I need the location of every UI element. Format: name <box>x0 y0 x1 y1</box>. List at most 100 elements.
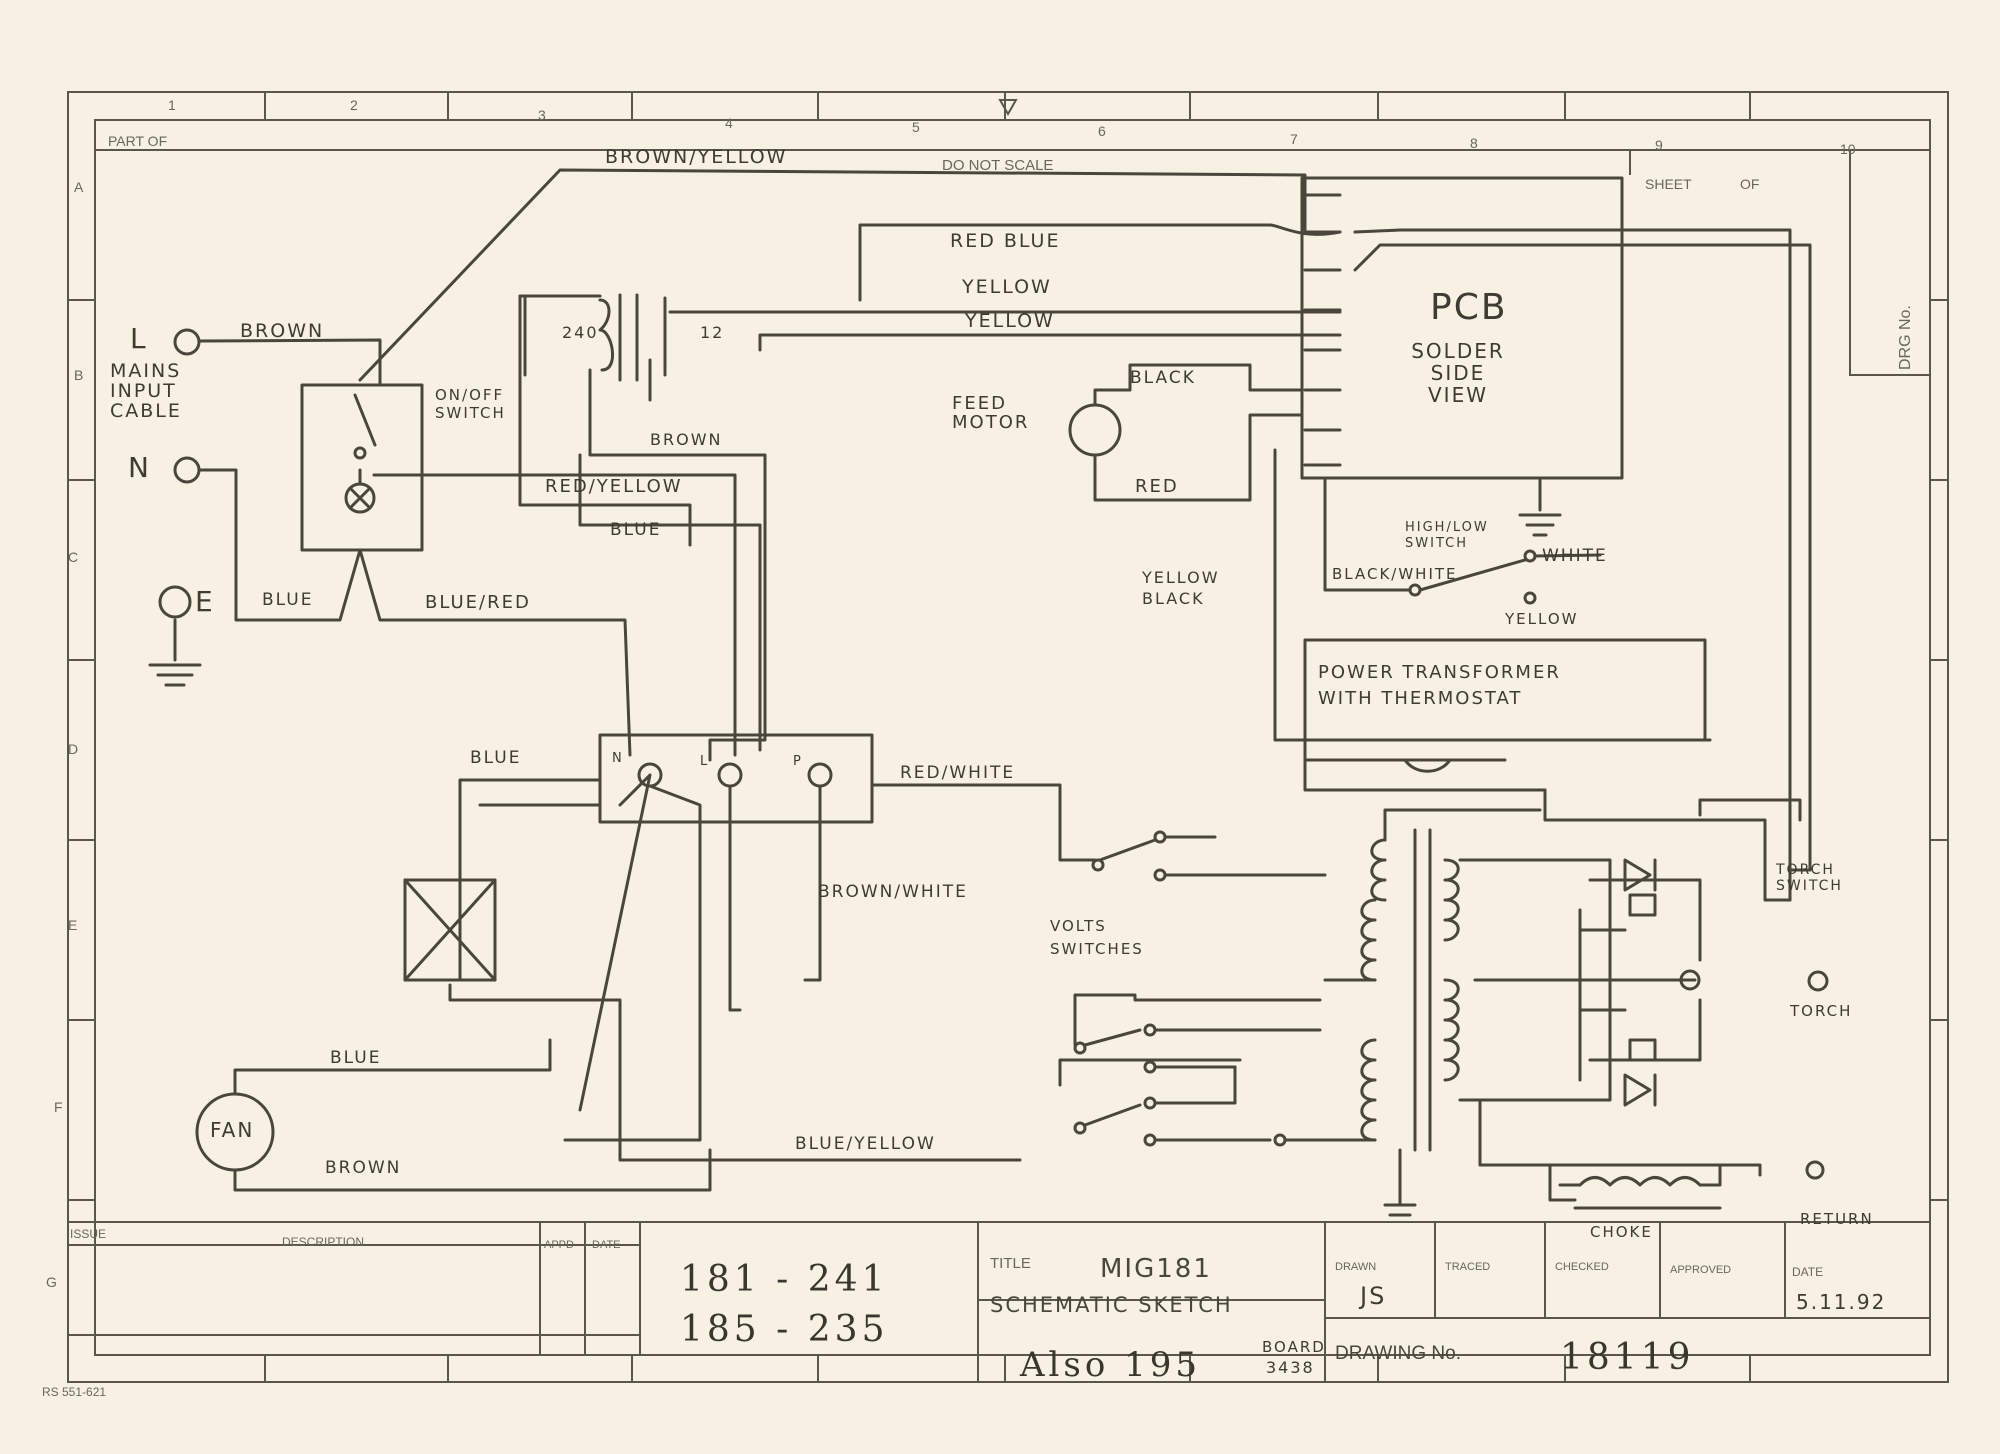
pcb-label: PCB <box>1430 287 1508 328</box>
col-number-2: 2 <box>350 97 358 113</box>
wire-label-brown-yellow-top: BROWN/YELLOW <box>605 146 788 168</box>
col-number-3: 3 <box>538 107 546 123</box>
fan-label: FAN <box>210 1118 255 1142</box>
wire-label-red-white: RED/WHITE <box>900 763 1016 783</box>
drawing-frame <box>67 91 1949 1383</box>
row-letter-a: A <box>74 179 84 195</box>
appd-label: APPD <box>544 1239 574 1251</box>
model-line-1: 181 - 241 <box>680 1259 889 1300</box>
terminal-e <box>158 585 192 619</box>
model-line-2: 185 - 235 <box>680 1309 889 1350</box>
col-number-5: 5 <box>912 119 920 135</box>
board-number: 3438 <box>1266 1358 1315 1377</box>
title-subtitle: SCHEMATIC SKETCH <box>990 1293 1233 1317</box>
terminal-label-e: E <box>195 585 215 618</box>
row-letter-f: F <box>54 1099 63 1115</box>
on-off-switch-label: ON/OFF SWITCH <box>435 386 506 422</box>
description-label: DESCRIPTION <box>282 1235 365 1249</box>
row-letter-b: B <box>74 367 84 383</box>
title-label: TITLE <box>990 1255 1031 1272</box>
approved-label: APPROVED <box>1670 1264 1732 1276</box>
power-transformer-label: POWER TRANSFORMER WITH THERMOSTAT <box>1318 662 1561 710</box>
title-block <box>68 1221 1930 1382</box>
col-number-8: 8 <box>1470 135 1478 151</box>
wire-label-brown-fan: BROWN <box>325 1158 402 1178</box>
terminal-n <box>173 456 201 484</box>
sheet-label: SHEET <box>1645 176 1692 192</box>
row-letter-e: E <box>68 917 78 933</box>
issue-label: ISSUE <box>70 1227 107 1241</box>
drawing-number-value: 18119 <box>1560 1337 1695 1378</box>
wire-label-yellow-black: YELLOW BLACK <box>1142 568 1220 608</box>
col-number-4: 4 <box>725 115 733 131</box>
checked-label: CHECKED <box>1555 1261 1609 1273</box>
col-number-10: 10 <box>1840 141 1856 157</box>
tx-12-label: 12 <box>700 323 725 342</box>
wire-label-blue-left: BLUE <box>470 748 522 768</box>
on-off-switch-box <box>300 383 424 552</box>
power-transformer-box <box>1303 638 1707 742</box>
wire-label-brown-white: BROWN/WHITE <box>818 882 968 902</box>
torch-switch-label: TORCH SWITCH <box>1776 862 1843 895</box>
wire-label-brown-mains: BROWN <box>240 320 325 342</box>
row-letter-g: G <box>46 1274 57 1290</box>
capacitor-box <box>403 878 497 982</box>
do-not-scale-label: DO NOT SCALE <box>942 157 1054 174</box>
terminal-label-n-block: N <box>612 751 624 766</box>
volts-switches-label: VOLTS SWITCHES <box>1050 917 1144 958</box>
terminal-label-p-block: P <box>793 754 803 769</box>
wire-label-blue-fan: BLUE <box>330 1048 382 1068</box>
wire-label-yellow-1: YELLOW <box>962 276 1052 298</box>
col-number-7: 7 <box>1290 131 1298 147</box>
return-label: RETURN <box>1800 1210 1874 1228</box>
choke-label: CHOKE <box>1590 1223 1653 1241</box>
wire-label-white: WHITE <box>1542 546 1608 566</box>
title-name: MIG181 <box>1100 1254 1212 1284</box>
terminal-label-l-block: L <box>700 754 710 769</box>
tx-240-label: 240 <box>562 323 599 342</box>
of-label: OF <box>1740 176 1760 192</box>
wire-label-blue-e: BLUE <box>262 590 314 610</box>
wire-label-blue-mid: BLUE <box>610 520 662 540</box>
wire-label-yellow-2: YELLOW <box>965 310 1055 332</box>
traced-label: TRACED <box>1445 1261 1491 1273</box>
also-model-note: Also 195 <box>1020 1345 1202 1385</box>
drg-no-label: DRG No. <box>1897 305 1914 370</box>
terminal-torch <box>1807 970 1829 992</box>
wiring <box>148 168 1825 1217</box>
part-of-label: PART OF <box>108 133 168 149</box>
wire-label-black-white: BLACK/WHITE <box>1332 565 1458 583</box>
high-low-switch-label: HIGH/LOW SWITCH <box>1405 520 1489 551</box>
mains-input-cable-label: MAINS INPUT CABLE <box>110 360 182 422</box>
row-letter-d: D <box>68 741 79 757</box>
date-label: DATE <box>1792 1265 1824 1279</box>
col-number-9: 9 <box>1655 137 1663 153</box>
wire-label-yellow-hl: YELLOW <box>1505 610 1579 628</box>
torch-label: TORCH <box>1790 1002 1853 1020</box>
drawn-label: DRAWN <box>1335 1261 1377 1273</box>
row-letter-c: C <box>68 549 79 565</box>
board-label: BOARD <box>1262 1338 1326 1356</box>
terminal-l <box>173 328 201 356</box>
mains-terminals <box>158 328 1829 992</box>
wire-label-brown-mid: BROWN <box>650 430 723 449</box>
col-number-6: 6 <box>1098 123 1106 139</box>
wire-label-blue-yellow: BLUE/YELLOW <box>795 1134 936 1154</box>
wire-label-black-motor: BLACK <box>1130 368 1196 388</box>
date-column-label: DATE <box>592 1239 621 1251</box>
pcb-board <box>1300 176 1624 480</box>
drawing-number-label: DRAWING No. <box>1335 1343 1461 1364</box>
drawn-by-value: JS <box>1360 1282 1387 1310</box>
terminal-label-n: N <box>128 451 151 484</box>
feed-motor-label: FEED MOTOR <box>952 393 1030 433</box>
wire-label-red-motor: RED <box>1135 476 1179 497</box>
date-value: 5.11.92 <box>1796 1290 1887 1314</box>
col-number-1: 1 <box>168 97 176 113</box>
terminal-label-l: L <box>130 322 148 355</box>
wire-label-blue-red: BLUE/RED <box>425 592 531 613</box>
wire-label-red-yellow: RED/YELLOW <box>545 476 683 497</box>
form-reference: RS 551-621 <box>42 1385 107 1399</box>
solder-side-view-label: SOLDER SIDE VIEW <box>1411 339 1505 407</box>
